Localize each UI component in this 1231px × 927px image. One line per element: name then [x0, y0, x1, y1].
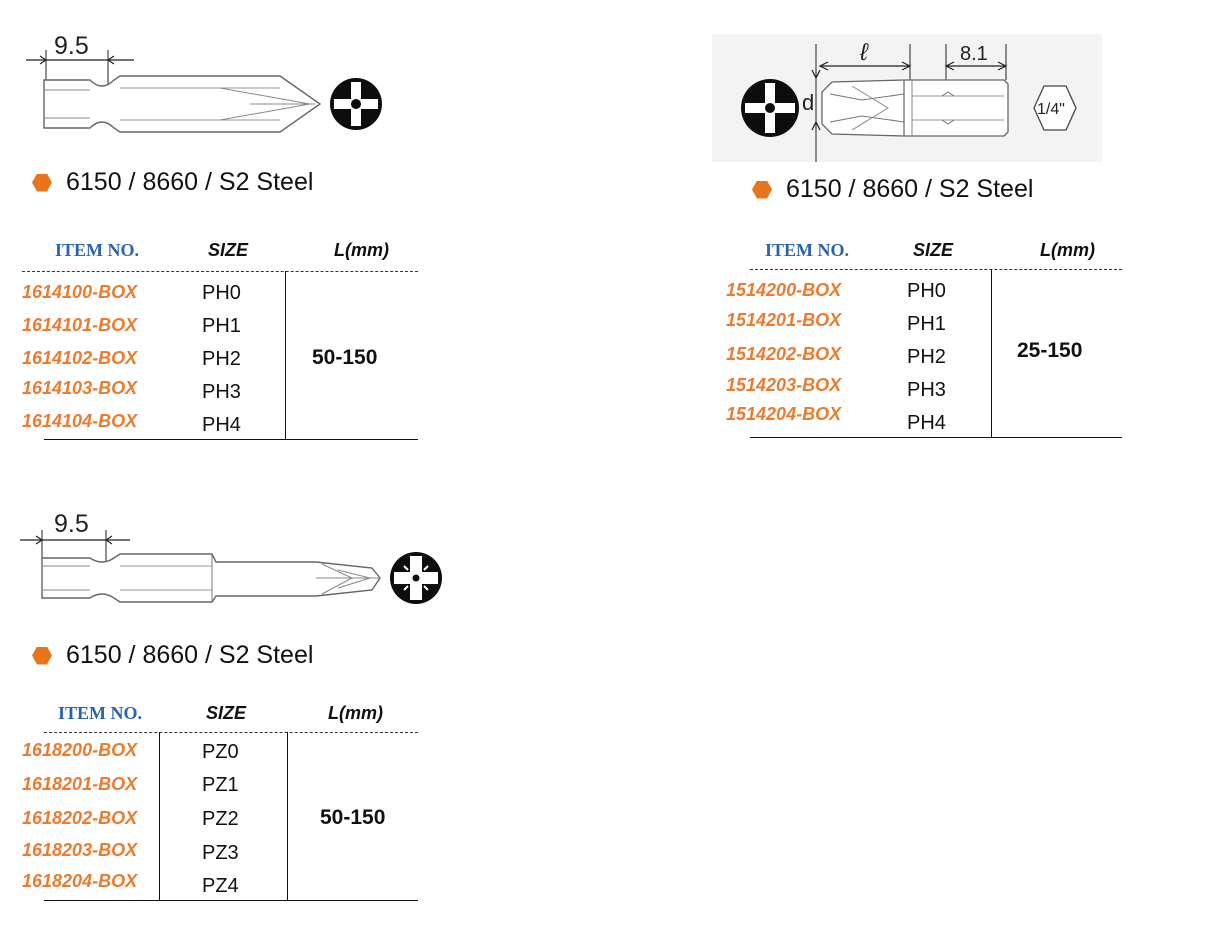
- header-item-no: ITEM NO.: [55, 240, 140, 260]
- hex-bullet-icon: [32, 173, 52, 192]
- dimension-label-9-5: 9.5: [54, 510, 89, 538]
- table-row-item-no: 1618202-BOX: [22, 808, 138, 828]
- table-row-size: PH0: [202, 282, 241, 304]
- table-row-item-no: 1614100-BOX: [22, 282, 138, 302]
- table-row-item-no: 1614104-BOX: [22, 411, 138, 431]
- table-row-size: PZ2: [202, 808, 239, 830]
- column-divider: [287, 732, 288, 900]
- material-spec-1: 6150 / 8660 / S2 Steel: [32, 168, 313, 197]
- table-row-size: PH2: [202, 348, 241, 370]
- dimension-label-drive: 1/4": [1037, 101, 1065, 118]
- header-size: SIZE: [206, 703, 247, 723]
- column-divider: [991, 269, 992, 437]
- dimension-label-l: ℓ: [859, 39, 869, 66]
- table-row-item-no: 1514201-BOX: [726, 310, 842, 330]
- header-divider: [750, 269, 1122, 270]
- material-spec-2: 6150 / 8660 / S2 Steel: [752, 175, 1033, 204]
- dimension-label-9-5: 9.5: [54, 32, 89, 60]
- table-row-item-no: 1614102-BOX: [22, 348, 138, 368]
- table-row-item-no: 1618201-BOX: [22, 774, 138, 794]
- header-item-no: ITEM NO.: [765, 240, 850, 260]
- header-item-no: ITEM NO.: [58, 703, 143, 723]
- dimension-label-8-1: 8.1: [960, 43, 988, 65]
- table-bottom-rule: [44, 900, 418, 901]
- phillips-bit-drawing-1: 9.5: [20, 30, 390, 140]
- header-size: SIZE: [208, 240, 249, 260]
- table-row-size: PZ4: [202, 875, 239, 897]
- header-divider: [44, 732, 418, 733]
- table-row-item-no: 1618200-BOX: [22, 740, 138, 760]
- phillips-drive-icon: [330, 78, 382, 130]
- phillips-bit-drawing-2: d ℓ 8.1 1/4": [712, 34, 1102, 164]
- table-row-size: PH3: [907, 379, 946, 401]
- table-row-item-no: 1514202-BOX: [726, 344, 842, 364]
- material-spec-3: 6150 / 8660 / S2 Steel: [32, 641, 313, 670]
- header-length: L(mm): [334, 240, 389, 260]
- hex-bullet-icon: [32, 646, 52, 665]
- table-row-item-no: 1618204-BOX: [22, 871, 138, 891]
- dimension-label-d: d: [802, 90, 814, 115]
- material-spec-text: 6150 / 8660 / S2 Steel: [66, 168, 314, 196]
- table-row-size: PH4: [907, 412, 946, 434]
- table-row-size: PZ1: [202, 774, 239, 796]
- length-range: 50-150: [312, 346, 378, 369]
- material-spec-text: 6150 / 8660 / S2 Steel: [786, 175, 1034, 203]
- table-bottom-rule: [44, 439, 418, 440]
- header-length: L(mm): [328, 703, 383, 723]
- material-spec-text: 6150 / 8660 / S2 Steel: [66, 641, 314, 669]
- product-table-2: ITEM NO. SIZE L(mm) 1514200-BOX 1514201-…: [726, 240, 1126, 445]
- length-range: 25-150: [1017, 339, 1083, 362]
- phillips-drive-icon: [741, 79, 799, 137]
- table-row-size: PH4: [202, 414, 241, 436]
- table-row-item-no: 1514204-BOX: [726, 404, 842, 424]
- table-row-item-no: 1514203-BOX: [726, 375, 842, 395]
- table-row-item-no: 1614103-BOX: [22, 378, 138, 398]
- pozidriv-drive-icon: [390, 552, 442, 604]
- pozidriv-bit-drawing: 9.5: [16, 508, 446, 608]
- table-row-size: PZ0: [202, 741, 239, 763]
- table-row-size: PH3: [202, 381, 241, 403]
- table-row-size: PH2: [907, 346, 946, 368]
- table-row-item-no: 1514200-BOX: [726, 280, 842, 300]
- table-bottom-rule: [750, 437, 1122, 438]
- table-row-size: PZ3: [202, 842, 239, 864]
- header-size: SIZE: [913, 240, 954, 260]
- hex-bullet-icon: [752, 180, 772, 199]
- product-table-1: ITEM NO. SIZE L(mm) 1614100-BOX 1614101-…: [22, 240, 422, 445]
- column-divider-item: [159, 732, 160, 900]
- header-length: L(mm): [1040, 240, 1095, 260]
- table-row-item-no: 1618203-BOX: [22, 840, 138, 860]
- table-row-size: PH1: [907, 313, 946, 335]
- product-table-3: ITEM NO. SIZE L(mm) 1618200-BOX 1618201-…: [22, 703, 422, 908]
- length-range: 50-150: [320, 806, 386, 829]
- table-row-item-no: 1614101-BOX: [22, 315, 138, 335]
- column-divider: [285, 271, 286, 439]
- header-divider: [22, 271, 418, 272]
- table-row-size: PH0: [907, 280, 946, 302]
- table-row-size: PH1: [202, 315, 241, 337]
